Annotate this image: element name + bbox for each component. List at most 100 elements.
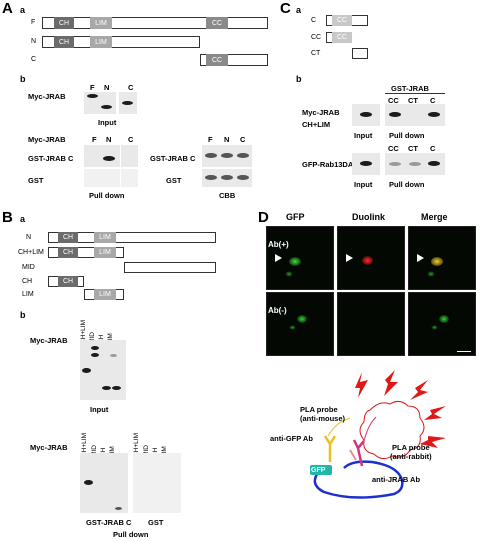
lane-label-n: N (224, 135, 230, 144)
lane-label-c: C (128, 83, 134, 92)
panel-c-sub-a: a (296, 5, 302, 15)
ch-domain: CH (54, 17, 74, 29)
lim-domain: LIM (90, 17, 112, 29)
lane-label-ct: CT (408, 96, 418, 105)
western-blot-pulldown-gst-b (133, 453, 181, 513)
blot-row-label: CH+LIM (302, 120, 331, 129)
gfp-tag (310, 465, 332, 475)
western-blot-input-c (119, 92, 137, 114)
pulldown-caption: Pull down (89, 191, 125, 200)
pla-probe-mouse-sub: (anti-mouse) (300, 414, 345, 423)
western-blot-pulldown-gst-jrab-c (84, 145, 138, 167)
lim-domain: LIM (94, 289, 116, 300)
lane-label-f: F (92, 135, 97, 144)
ch-domain: CH (54, 36, 74, 48)
blot-band (91, 353, 99, 357)
arrowhead-icon (346, 254, 353, 262)
western-blot-pulldown-gst (84, 169, 138, 187)
micro-merge-ab-minus (408, 292, 476, 356)
lane-label-f: F (90, 83, 95, 92)
construct-bar-mid (124, 262, 216, 273)
lane-label-n: N (106, 135, 112, 144)
scale-bar (457, 351, 471, 352)
construct-label-ct: CT (311, 50, 321, 57)
blot-band (389, 112, 401, 117)
construct-bar-ct (352, 48, 368, 59)
cc-domain: CC (332, 15, 352, 26)
lane-label-n: N (104, 83, 110, 92)
western-blot-input-b (80, 340, 126, 400)
cc-domain: CC (206, 54, 228, 66)
construct-label-lim: LIM (22, 291, 34, 298)
blot-band (409, 162, 421, 166)
column-header-gfp: GFP (286, 212, 305, 222)
panel-a-sub-a: a (20, 5, 26, 15)
lane-label-cc: CC (388, 144, 399, 153)
cc-domain: CC (332, 32, 352, 43)
panel-a-letter: A (2, 0, 13, 17)
panel-b-sub-b: b (20, 310, 26, 320)
blot-row-label: GST (28, 176, 44, 185)
construct-label-c: C (31, 56, 37, 63)
row-label-ab-minus: Ab(-) (268, 306, 287, 315)
ch-domain: CH (58, 247, 78, 258)
blot-band (110, 354, 117, 357)
blot-row-label: GST-JRAB C (28, 154, 74, 163)
ch-domain: CH (58, 276, 78, 287)
blot-row-label: GST (166, 176, 182, 185)
ch-domain: CH (58, 232, 78, 243)
column-header-merge: Merge (421, 212, 448, 222)
construct-bar-f (42, 17, 268, 29)
micro-gfp-ab-minus (266, 292, 334, 356)
blot-row-label: GFP-Rab13DA (302, 160, 354, 169)
blot-band (115, 507, 122, 510)
blot-row-label: Myc-JRAB (302, 108, 340, 117)
construct-label-c: C (311, 17, 317, 24)
micro-duolink-ab-minus (337, 292, 405, 356)
blot-row-label: Myc-JRAB (28, 135, 66, 144)
western-blot-pulldown-rab13 (385, 153, 445, 175)
panel-c-letter: C (280, 0, 291, 17)
blot-band (205, 175, 217, 180)
blot-row-label: Myc-JRAB (28, 92, 66, 101)
blot-row-label: Myc-JRAB (30, 336, 68, 345)
panel-b-sub-a: a (20, 214, 26, 224)
lane-label-c: C (128, 135, 134, 144)
western-blot-input-fn (84, 92, 116, 114)
blot-band (112, 386, 121, 390)
lane-label-f: F (208, 135, 213, 144)
lane-label-c: C (430, 144, 436, 153)
blot-band (221, 153, 233, 158)
construct-label-n: N (31, 38, 37, 45)
lim-domain: LIM (94, 247, 116, 258)
pla-schematic (310, 370, 446, 499)
input-caption: Input (98, 118, 117, 127)
western-blot-input-chlim (352, 104, 380, 126)
blot-band (87, 94, 98, 98)
blot-band (101, 105, 112, 109)
anti-jrab-label: anti-JRAB Ab (372, 475, 421, 484)
blot-band (389, 162, 401, 166)
western-blot-pulldown-gst-jrab-c-b (80, 453, 128, 513)
cbb-stain-gst-jrab-c (202, 145, 252, 167)
cbb-stain-gst (202, 169, 252, 187)
construct-label-ch: CH (22, 278, 33, 285)
blot-band (360, 112, 372, 117)
lane-label-cc: CC (388, 96, 399, 105)
blot-band (82, 368, 91, 373)
panel-a-sub-b: b (20, 74, 26, 84)
cbb-caption: CBB (219, 191, 236, 200)
blot-band (237, 153, 249, 158)
anti-gfp-label: anti-GFP Ab (270, 434, 313, 443)
western-blot-pulldown-chlim (385, 104, 445, 126)
blot-band (237, 175, 249, 180)
blot-band (122, 101, 133, 105)
pla-probe-rabbit-sub: (anti-rabbit) (390, 452, 432, 461)
arrowhead-icon (417, 254, 424, 262)
blot-band (428, 161, 440, 166)
construct-label-f: F (31, 19, 36, 26)
panel-d-letter: D (258, 209, 269, 226)
pulldown-lane-caption: GST (148, 518, 164, 527)
panel-c-sub-b: b (296, 74, 302, 84)
input-caption: Input (90, 405, 109, 414)
